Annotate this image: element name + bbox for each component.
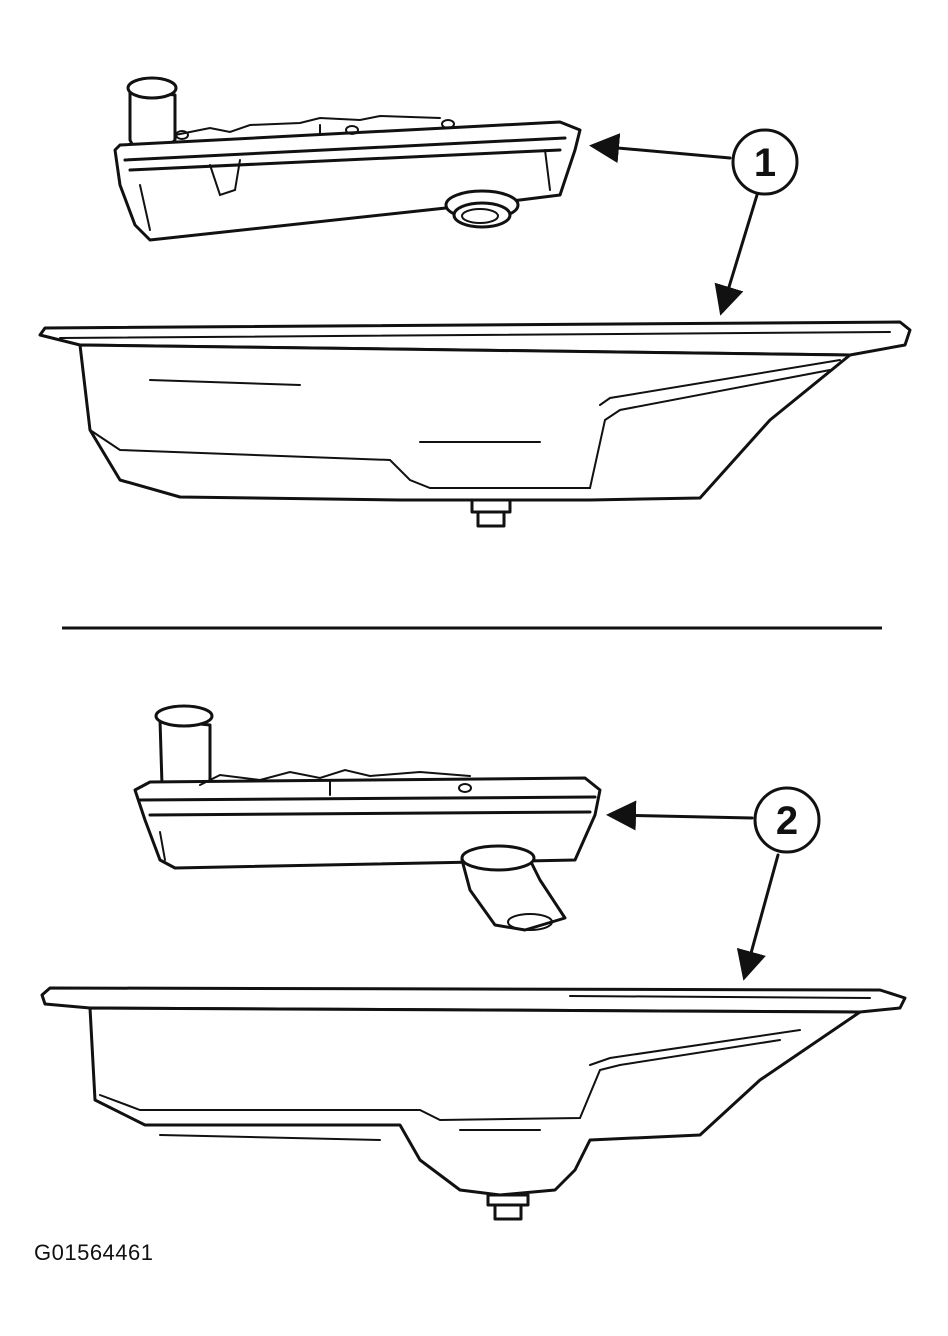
- figure-id: G01564461: [34, 1240, 154, 1265]
- callout-label-1: 1: [754, 141, 776, 185]
- callout-1: 1: [589, 128, 799, 316]
- filter-2: [133, 704, 602, 932]
- callout-2: 2: [606, 786, 821, 981]
- pan-2: [40, 986, 907, 1221]
- pan-1: [38, 320, 912, 528]
- filter-1: [113, 76, 582, 242]
- callout-label-2: 2: [776, 799, 798, 843]
